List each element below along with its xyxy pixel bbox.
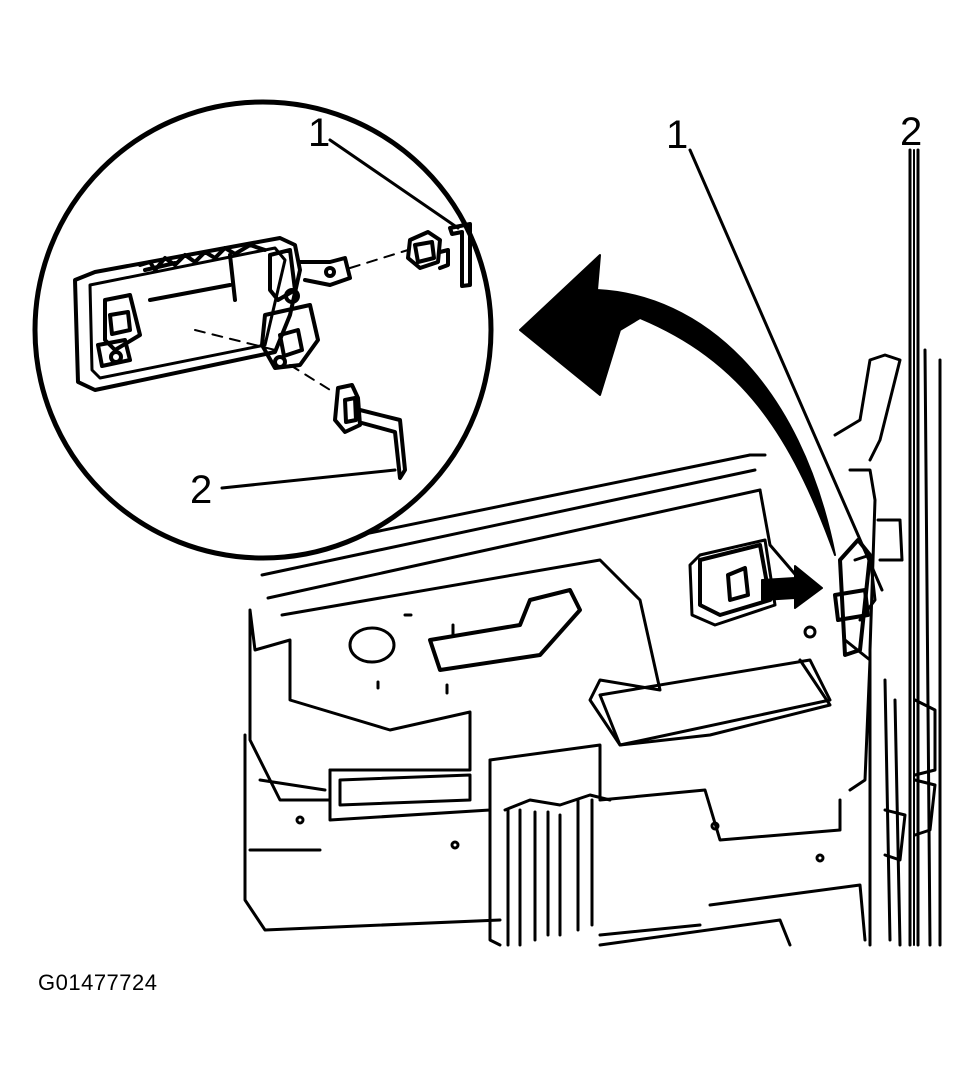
- callout-label-main-1: 1: [666, 113, 689, 157]
- detail-rod-clip-1: [406, 222, 472, 288]
- leader-inset-1: [328, 138, 460, 230]
- right-arrow-icon: [761, 565, 823, 609]
- callout-label-inset-1: 1: [308, 111, 331, 155]
- figure-id-label: G01477724: [38, 970, 158, 995]
- callout-label-main-2: 2: [900, 110, 923, 154]
- door-inner-panel: [243, 148, 942, 947]
- door-handle-installed: [688, 538, 872, 657]
- leader-main-1: [688, 148, 884, 592]
- callout-label-inset-2: 2: [190, 468, 213, 512]
- curved-arrow-icon: [519, 254, 836, 556]
- detail-rod-clip-2: [333, 383, 407, 480]
- detail-handle-assembly: [73, 236, 409, 394]
- leader-inset-2: [220, 468, 397, 490]
